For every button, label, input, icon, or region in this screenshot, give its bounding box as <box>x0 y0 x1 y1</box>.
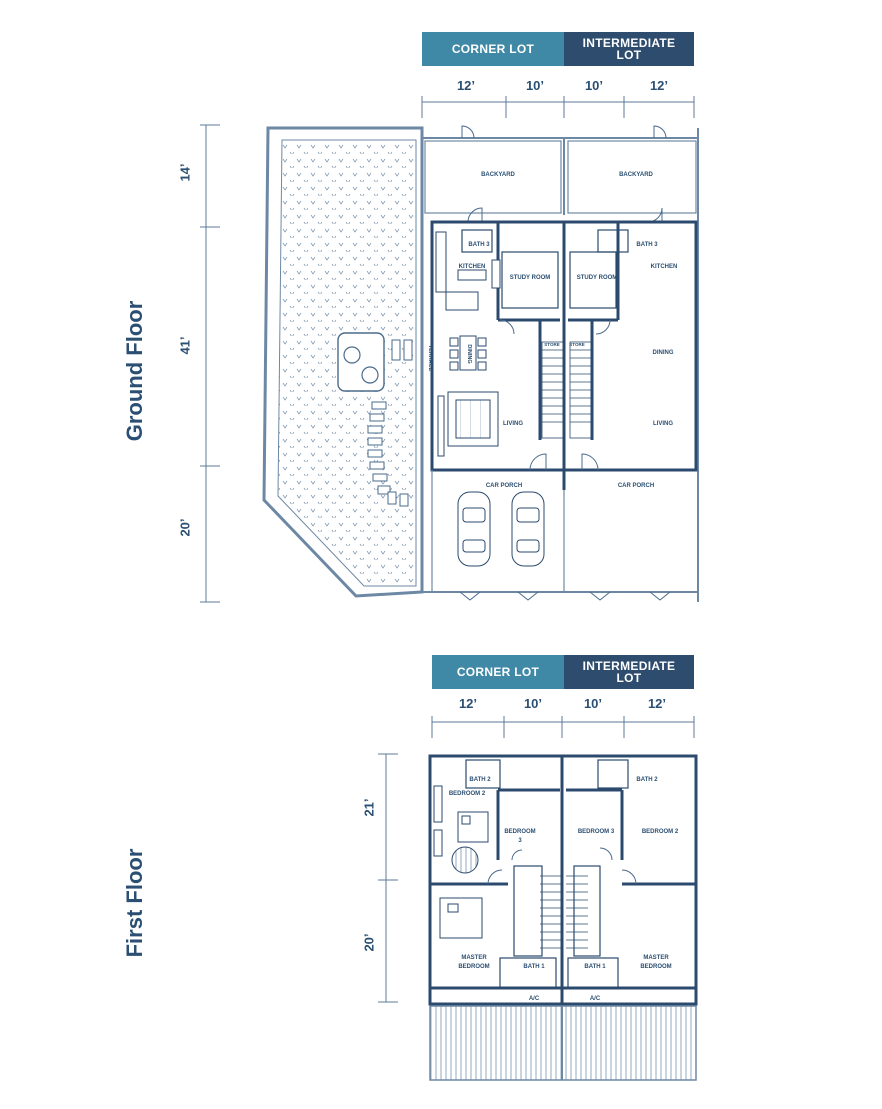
label-master-right-line2: BEDROOM <box>640 964 671 970</box>
label-dining-left: DINING <box>466 344 472 363</box>
label-study-left: STUDY ROOM <box>510 275 551 281</box>
balcony-deck <box>429 1005 697 1081</box>
ground-width-dim-2: 10’ <box>525 78 545 93</box>
label-master-left-line1: MASTER <box>461 955 487 961</box>
first-width-dim-4: 12’ <box>647 696 667 711</box>
label-dining-right: DINING <box>653 350 674 356</box>
label-bedroom3-right: BEDROOM 3 <box>578 829 615 835</box>
label-bath1-left: BATH 1 <box>523 964 545 970</box>
first-dimension-lines <box>378 716 695 1003</box>
first-floor-title: First Floor <box>122 848 147 958</box>
first-width-dim-2: 10’ <box>523 696 543 711</box>
label-bedroom2-left: BEDROOM 2 <box>449 791 486 797</box>
ground-width-dim-3: 10’ <box>584 78 604 93</box>
first-width-dim-3: 10’ <box>583 696 603 711</box>
label-backyard-right: BACKYARD <box>619 172 653 178</box>
label-backyard-left: BACKYARD <box>481 172 515 178</box>
first-walls <box>428 754 698 1006</box>
intermediate-lot-label-first: INTERMEDIATE LOT <box>564 655 694 689</box>
label-bedroom2-right: BEDROOM 2 <box>642 829 679 835</box>
first-width-dim-1: 12’ <box>458 696 478 711</box>
label-bath3-right: BATH 3 <box>636 242 658 248</box>
label-ac-left: A/C <box>529 996 540 1002</box>
ground-width-dim-4: 12’ <box>649 78 669 93</box>
first-lot-header: CORNER LOT INTERMEDIATE LOT <box>432 655 694 689</box>
label-bath2-right: BATH 2 <box>636 777 658 783</box>
cars <box>457 491 545 567</box>
label-living-right: LIVING <box>653 421 673 427</box>
label-bath3-left: BATH 3 <box>468 242 490 248</box>
ground-dimension-lines <box>200 96 695 603</box>
label-porch-left: CAR PORCH <box>486 483 522 489</box>
ground-lot-header: CORNER LOT INTERMEDIATE LOT <box>422 32 694 66</box>
label-kitchen-left: KITCHEN <box>459 264 486 270</box>
label-study-right: STUDY ROOM <box>577 275 618 281</box>
label-ac-right: A/C <box>590 996 601 1002</box>
lot-boundaries <box>421 128 699 602</box>
garden-area <box>262 126 424 598</box>
car-porch <box>431 470 565 592</box>
backyard-right <box>567 140 697 214</box>
label-store-left: STORE <box>544 342 559 347</box>
label-bedroom3-left-line1: BEDROOM <box>504 829 535 835</box>
corner-lot-label: CORNER LOT <box>422 32 564 66</box>
ground-floor-plan: BACKYARD BACKYARD BATH 3 BATH 3 KITCHEN … <box>200 96 699 603</box>
label-porch-right: CAR PORCH <box>618 483 654 489</box>
label-bedroom3-left-line2: 3 <box>518 838 522 844</box>
label-bath1-right: BATH 1 <box>584 964 606 970</box>
label-store-right: STORE <box>569 342 584 347</box>
label-master-right-line1: MASTER <box>643 955 669 961</box>
first-depth-dim-1: 21’ <box>361 798 377 817</box>
ground-width-dim-1: 12’ <box>456 78 476 93</box>
label-bath2-left: BATH 2 <box>469 777 491 783</box>
label-master-left-line2: BEDROOM <box>458 964 489 970</box>
first-depth-dim-2: 20’ <box>361 933 377 952</box>
label-kitchen-right: KITCHEN <box>651 264 678 270</box>
backyard-left <box>424 140 562 214</box>
label-terrace: TERRACE <box>427 345 433 372</box>
intermediate-lot-label: INTERMEDIATE LOT <box>564 32 694 66</box>
label-living-left: LIVING <box>503 421 523 427</box>
corner-lot-label-first: CORNER LOT <box>432 655 564 689</box>
